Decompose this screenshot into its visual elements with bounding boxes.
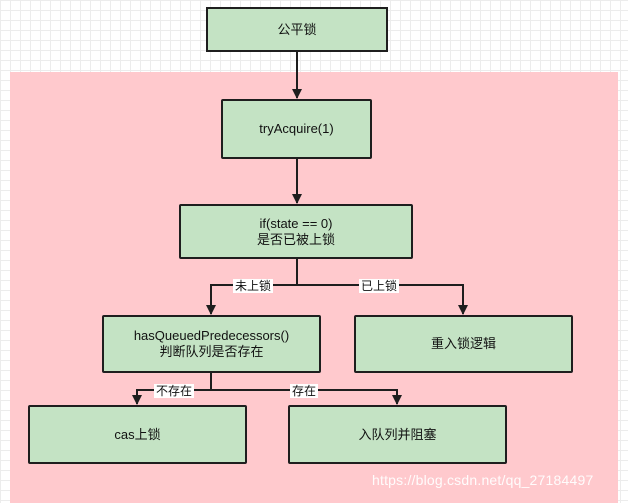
node-has-queued: hasQueuedPredecessors() 判断队列是否存在 (102, 315, 321, 373)
node-if-state-line2: 是否已被上锁 (256, 231, 335, 247)
edge-hasqueued-to-enqueue (211, 389, 402, 405)
node-fair-lock-label: 公平锁 (277, 21, 317, 37)
node-if-state: if(state == 0) 是否已被上锁 (179, 204, 413, 259)
node-if-state-line1: if(state == 0) (259, 215, 333, 231)
node-reentrant: 重入锁逻辑 (354, 315, 573, 373)
node-enqueue-block-label: 入队列并阻塞 (358, 426, 437, 442)
node-has-queued-line2: 判断队列是否存在 (159, 344, 264, 359)
edge-if-to-reentrant (297, 284, 468, 315)
node-try-acquire-label: tryAcquire(1) (259, 121, 334, 136)
node-try-acquire: tryAcquire(1) (221, 99, 372, 159)
edge-label-not-exist: 不存在 (154, 384, 195, 398)
edge-label-already-locked: 已上锁 (359, 279, 400, 293)
node-enqueue-block: 入队列并阻塞 (288, 405, 507, 464)
node-cas-lock-label: cas上锁 (114, 426, 161, 442)
node-fair-lock: 公平锁 (206, 7, 388, 52)
node-cas-lock: cas上锁 (28, 405, 247, 464)
edge-label-exist: 存在 (290, 384, 319, 398)
watermark: https://blog.csdn.net/qq_27184497 (372, 472, 594, 488)
node-reentrant-label: 重入锁逻辑 (430, 336, 496, 351)
node-has-queued-line1: hasQueuedPredecessors() (133, 328, 290, 343)
edge-label-not-locked: 未上锁 (233, 279, 274, 293)
